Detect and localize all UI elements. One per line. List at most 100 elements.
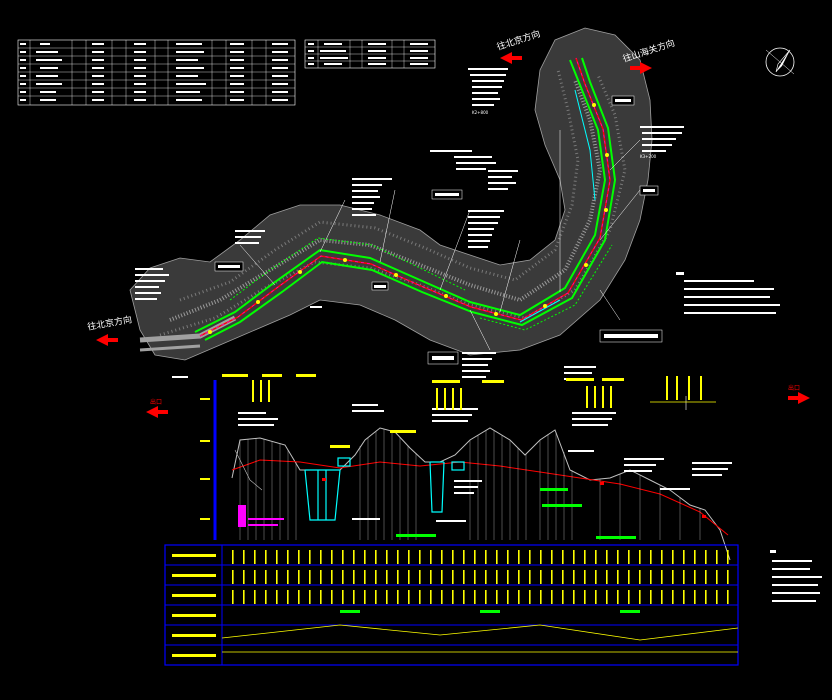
- profile-hatching: [239, 429, 701, 540]
- profile-value-tick: [529, 590, 531, 604]
- profile-structures: [304, 457, 465, 521]
- profile-value-tick: [298, 570, 300, 584]
- profile-value-tick: [375, 550, 377, 564]
- profile-value-tick: [375, 590, 377, 604]
- profile-value-tick: [727, 550, 729, 564]
- profile-value-tick: [419, 550, 421, 564]
- profile-value-tick: [617, 550, 619, 564]
- profile-yellow-labels: [222, 374, 702, 448]
- profile-value-tick: [419, 590, 421, 604]
- profile-value-tick: [595, 570, 597, 584]
- profile-value-tick: [727, 570, 729, 584]
- profile-value-tick: [650, 590, 652, 604]
- label-top-left: 往北京方向: [495, 28, 542, 53]
- profile-value-tick: [386, 590, 388, 604]
- profile-value-tick: [243, 590, 245, 604]
- profile-value-tick: [298, 590, 300, 604]
- profile-value-tick: [276, 570, 278, 584]
- profile-value-tick: [375, 570, 377, 584]
- profile-value-tick: [573, 590, 575, 604]
- profile-value-tick: [485, 590, 487, 604]
- parameter-table: [17, 39, 296, 106]
- profile-value-tick: [716, 590, 718, 604]
- profile-value-tick: [331, 550, 333, 564]
- profile-value-tick: [716, 550, 718, 564]
- profile-value-tick: [716, 570, 718, 584]
- profile-value-tick: [254, 570, 256, 584]
- profile-value-tick: [408, 590, 410, 604]
- profile-value-tick: [606, 590, 608, 604]
- profile-value-tick: [595, 550, 597, 564]
- profile-value-tick: [342, 550, 344, 564]
- profile-value-tick: [254, 550, 256, 564]
- profile-red-labels: [322, 478, 706, 518]
- direction-arrow-icon: [96, 52, 810, 418]
- profile-lines: [231, 427, 731, 561]
- profile-value-tick: [353, 590, 355, 604]
- profile-value-tick: [441, 550, 443, 564]
- profile-value-tick: [243, 550, 245, 564]
- label-profile-right: 出口: [788, 384, 800, 392]
- profile-value-tick: [232, 590, 234, 604]
- profile-value-tick: [518, 590, 520, 604]
- profile-value-tick: [265, 570, 267, 584]
- profile-value-tick: [364, 570, 366, 584]
- profile-value-tick: [683, 550, 685, 564]
- profile-value-tick: [254, 590, 256, 604]
- profile-annotations: [238, 404, 732, 522]
- profile-value-tick: [320, 590, 322, 604]
- profile-value-tick: [276, 550, 278, 564]
- profile-value-tick: [540, 550, 542, 564]
- parameter-table-2: [304, 39, 436, 69]
- profile-value-tick: [705, 550, 707, 564]
- profile-value-tick: [463, 570, 465, 584]
- profile-value-tick: [551, 570, 553, 584]
- profile-value-tick: [331, 570, 333, 584]
- profile-value-tick: [430, 590, 432, 604]
- profile-value-tick: [694, 570, 696, 584]
- profile-value-tick: [364, 590, 366, 604]
- profile-value-tick: [485, 550, 487, 564]
- profile-value-tick: [694, 550, 696, 564]
- profile-value-tick: [529, 570, 531, 584]
- profile-value-tick: [320, 570, 322, 584]
- profile-value-tick: [683, 590, 685, 604]
- profile-value-tick: [232, 570, 234, 584]
- plan-annotations: [135, 68, 684, 380]
- profile-value-tick: [265, 590, 267, 604]
- profile-value-tick: [287, 550, 289, 564]
- profile-value-tick: [463, 550, 465, 564]
- profile-value-tick: [496, 590, 498, 604]
- station-markers: [208, 103, 609, 334]
- profile-value-tick: [320, 550, 322, 564]
- profile-value-tick: [683, 570, 685, 584]
- profile-value-tick: [672, 550, 674, 564]
- profile-value-tick: [309, 570, 311, 584]
- profile-value-tick: [441, 570, 443, 584]
- terrain-plan: [129, 27, 653, 361]
- elevation-marker: [650, 396, 716, 410]
- profile-value-tick: [606, 570, 608, 584]
- profile-value-tick: [628, 590, 630, 604]
- profile-value-tick: [705, 570, 707, 584]
- profile-magenta-marker: [238, 505, 284, 527]
- profile-value-tick: [342, 590, 344, 604]
- profile-value-tick: [727, 590, 729, 604]
- profile-value-tick: [584, 590, 586, 604]
- profile-value-tick: [650, 550, 652, 564]
- profile-value-tick: [562, 590, 564, 604]
- profile-value-tick: [540, 590, 542, 604]
- road-edges: [139, 57, 617, 352]
- profile-value-tick: [661, 550, 663, 564]
- profile-value-tick: [287, 570, 289, 584]
- profile-value-tick: [562, 570, 564, 584]
- profile-value-tick: [452, 550, 454, 564]
- profile-value-tick: [562, 550, 564, 564]
- profile-value-tick: [595, 590, 597, 604]
- profile-value-tick: [518, 550, 520, 564]
- profile-value-tick: [397, 570, 399, 584]
- profile-value-tick: [661, 590, 663, 604]
- profile-value-tick: [386, 550, 388, 564]
- profile-value-tick: [606, 550, 608, 564]
